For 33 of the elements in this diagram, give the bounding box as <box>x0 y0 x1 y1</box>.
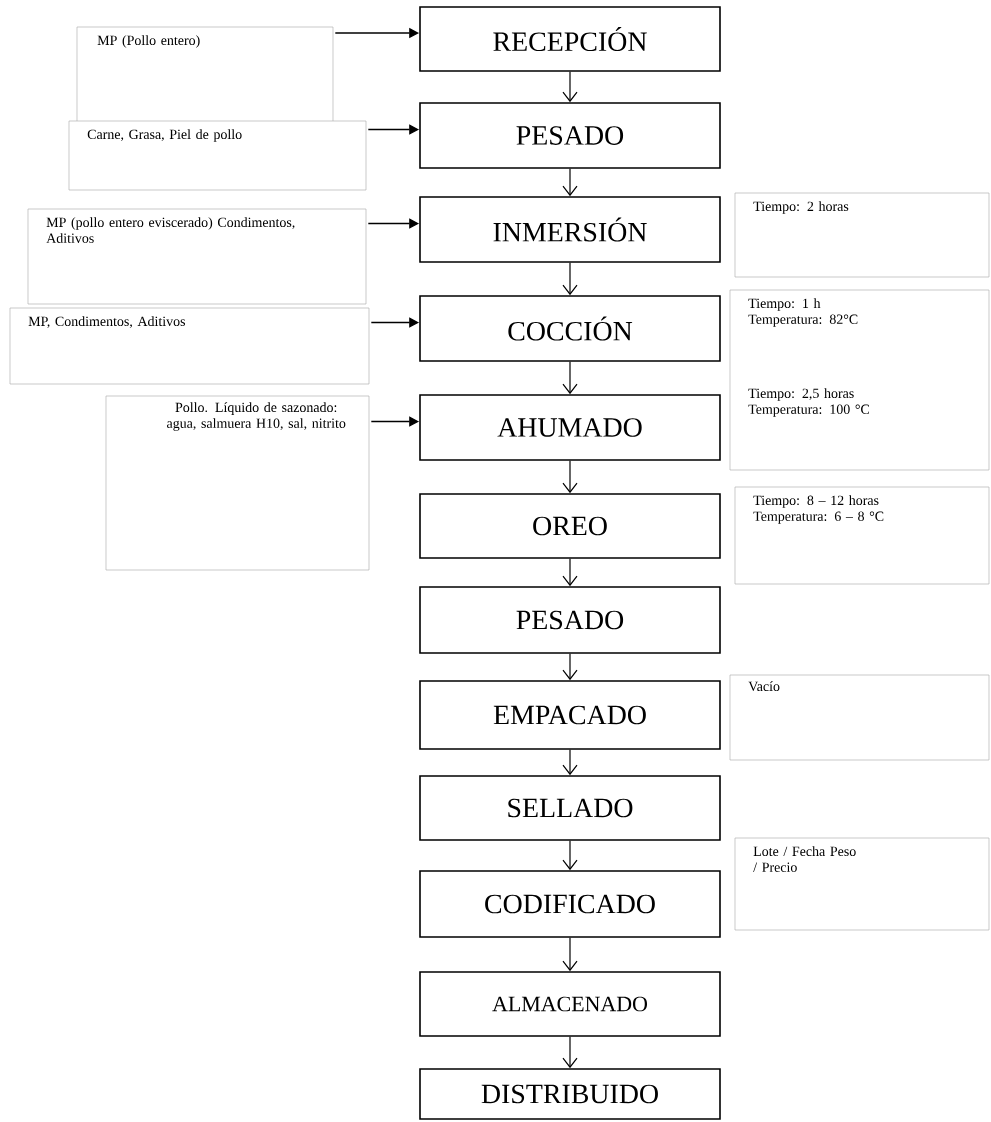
input-box: MP, Condimentos, Aditivos <box>9 307 370 385</box>
process-box: COCCIÓN <box>419 295 721 362</box>
process-box: EMPACADO <box>419 680 721 750</box>
input-box: Carne, Grasa, Piel de pollo <box>68 120 367 191</box>
arrow <box>562 653 578 681</box>
process-box: PESADO <box>419 102 721 169</box>
note-box: Vacío <box>729 674 990 761</box>
arrow <box>562 262 578 296</box>
note-box: Tiempo: 2 horas <box>734 192 990 278</box>
arrow <box>562 361 578 395</box>
process-box: OREO <box>419 493 721 559</box>
process-box: SELLADO <box>419 775 721 841</box>
arrow <box>562 168 578 197</box>
process-box: RECEPCIÓN <box>419 6 721 72</box>
process-box: DISTRIBUIDO <box>419 1068 721 1120</box>
process-box: AHUMADO <box>419 394 721 461</box>
note-box: Tiempo: 8 – 12 horas Temperatura: 6 – 8 °C <box>734 486 990 585</box>
input-box: Pollo. Líquido de sazonado: agua, salmuera H10, sal, nitrito <box>105 395 370 571</box>
arrow <box>562 460 578 494</box>
process-box: INMERSIÓN <box>419 196 721 263</box>
arrow <box>562 840 578 871</box>
arrow <box>562 558 578 587</box>
input-box: MP (pollo entero eviscerado) Condimentos, Aditivos <box>27 208 367 305</box>
arrow <box>562 1036 578 1069</box>
process-box: CODIFICADO <box>419 870 721 938</box>
process-box: ALMACENADO <box>419 971 721 1037</box>
arrow <box>562 937 578 972</box>
arrow <box>562 71 578 103</box>
note-box: Lote / Fecha Peso / Precio <box>734 837 990 931</box>
note-box: Tiempo: 1 h Temperatura: 82°C Tiempo: 2,5 horas Temperatura: 100 °C <box>729 289 990 471</box>
input-box: MP (Pollo entero) <box>76 26 334 123</box>
arrow <box>562 749 578 776</box>
process-box: PESADO <box>419 586 721 654</box>
